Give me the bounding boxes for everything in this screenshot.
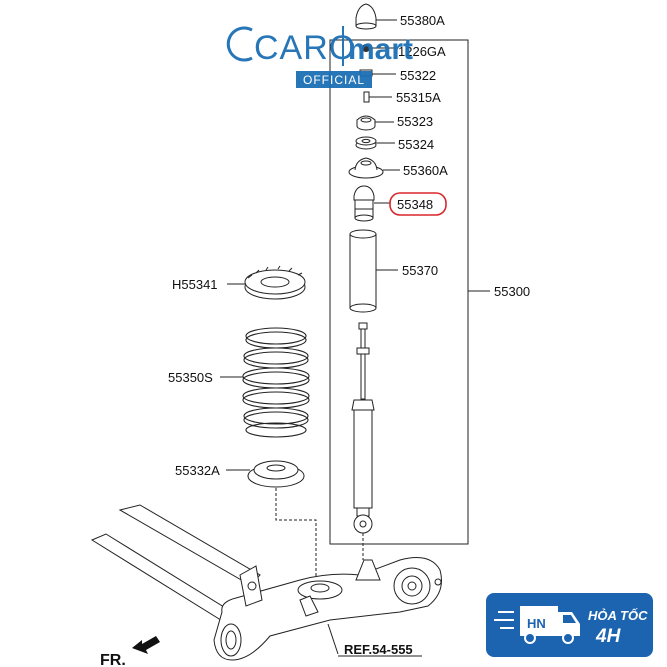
badge-code: HN [527, 616, 546, 631]
rear-axle [90, 504, 442, 661]
brand-tag: OFFICIAL [303, 73, 365, 87]
label-1226GA: 1226GA [398, 44, 446, 59]
part-55360A [348, 157, 400, 179]
label-55315A: 55315A [396, 90, 441, 105]
ref-label: REF.54-555 [344, 642, 413, 657]
ref-leader [327, 623, 422, 657]
fr-label: FR. [100, 652, 126, 667]
part-1226GA [362, 44, 395, 52]
delivery-truck-icon [494, 606, 580, 644]
part-55315A [363, 91, 392, 103]
label-55380A: 55380A [400, 13, 445, 28]
label-55348: 55348 [397, 197, 433, 212]
label-55332A: 55332A [175, 463, 220, 478]
part-55380A [355, 3, 397, 30]
shock-absorber [351, 322, 375, 560]
brand-right: mart [348, 33, 413, 66]
brand-left: CARO [254, 29, 356, 67]
label-55300: 55300 [494, 284, 530, 299]
caromart-logo: CARO mart OFFICIAL [226, 26, 413, 88]
part-55348 [353, 185, 390, 222]
label-55322: 55322 [400, 68, 436, 83]
highlight-55348 [389, 192, 447, 216]
label-55324: 55324 [398, 137, 434, 152]
part-55323 [356, 115, 394, 131]
front-arrow-icon [132, 636, 160, 654]
part-55350S [220, 327, 310, 438]
part-H55341 [227, 265, 306, 300]
label-55360A: 55360A [403, 163, 448, 178]
part-55324 [355, 136, 395, 150]
assembly-box [329, 39, 469, 545]
label-55370: 55370 [402, 263, 438, 278]
label-55350S: 55350S [168, 370, 213, 385]
label-55323: 55323 [397, 114, 433, 129]
part-55332A [226, 460, 317, 582]
badge-line1: HỎA TỐC [588, 608, 648, 623]
badge-line2: 4H [595, 626, 622, 647]
label-H55341: H55341 [172, 277, 218, 292]
part-55370 [349, 229, 398, 313]
delivery-badge: HN HỎA TỐC 4H [486, 593, 653, 657]
